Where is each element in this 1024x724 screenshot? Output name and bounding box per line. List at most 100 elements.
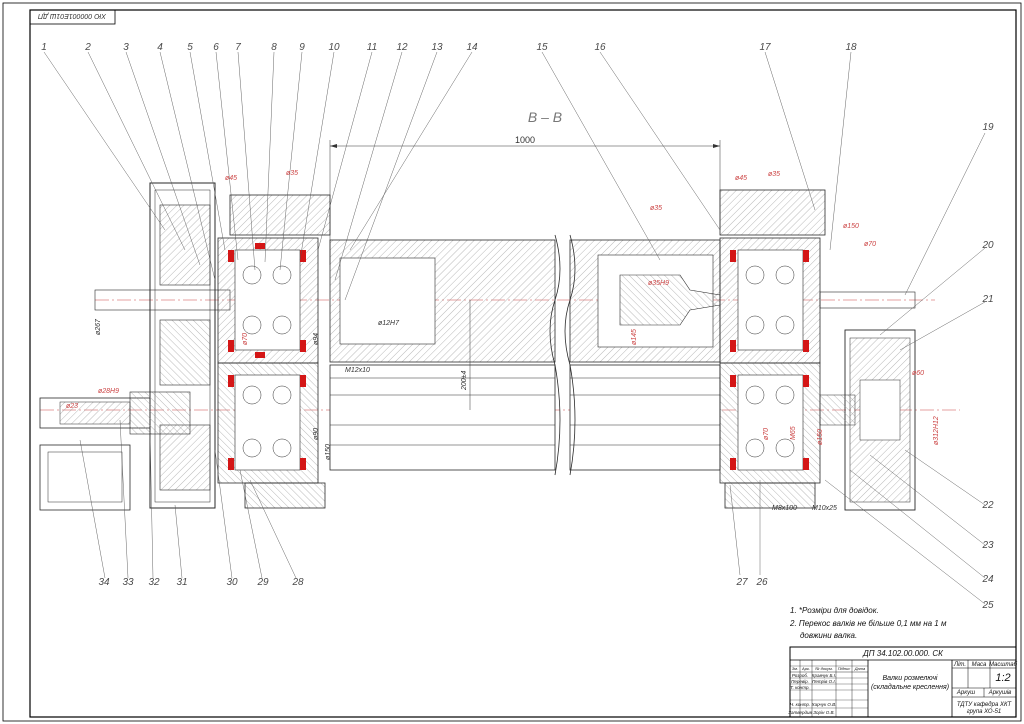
- right-bolt: [819, 291, 916, 309]
- dim-label: ø35: [650, 205, 662, 212]
- drawing-subtitle: (складальне креслення): [871, 683, 949, 691]
- part-number: 23: [981, 540, 994, 551]
- part-number: 3: [123, 42, 129, 53]
- left-drive-shaft: [39, 391, 191, 511]
- role-label: Зм.: [792, 666, 798, 671]
- part-number: 29: [256, 577, 269, 588]
- part-number: 26: [755, 577, 768, 588]
- part-number: 11: [367, 42, 377, 53]
- svg-text:1000: 1000: [515, 135, 535, 145]
- part-number: 32: [148, 577, 160, 588]
- leader-lines: [43, 51, 986, 605]
- stamp-code: ХЮ 000001Е01Ш ДП: [37, 12, 107, 19]
- dim-label: ø150: [325, 444, 332, 460]
- upper-roll: [329, 239, 721, 363]
- part-number: 8: [271, 42, 277, 53]
- right-pulley: [819, 329, 916, 511]
- part-number: 9: [299, 42, 305, 53]
- part-numbers-top: 1 2 3 4 5 6 7 8 9 10 11 12 13 14 15 16 1…: [41, 42, 857, 53]
- dim-label: ø94: [313, 333, 320, 345]
- left-bottom-flange: [244, 482, 326, 509]
- person-name: Зорін О.В.: [813, 710, 835, 715]
- role-label: Арк.: [801, 666, 810, 671]
- part-number: 12: [396, 42, 408, 53]
- part-number: 15: [536, 42, 548, 53]
- dim-label: ø45: [735, 175, 747, 182]
- part-number: 27: [735, 577, 748, 588]
- title-block: ДП 34.102.00.000. СК Валки розмелючі (ск…: [788, 646, 1018, 718]
- part-number: 1: [41, 42, 47, 53]
- left-bearing-lower: [217, 362, 319, 484]
- stamp-box: [29, 9, 116, 25]
- part-number: 6: [213, 42, 219, 53]
- dim-label: M12x10: [345, 367, 370, 374]
- dim-label: M10x25: [812, 505, 837, 512]
- part-number: 13: [431, 42, 443, 53]
- part-number: 21: [981, 294, 993, 305]
- dim-label: ø145: [631, 329, 638, 345]
- role-label: Розроб.: [792, 673, 808, 678]
- col-mass: Маса: [972, 662, 987, 668]
- dim-label: ø70: [864, 241, 876, 248]
- dim-label: ø150: [843, 223, 859, 230]
- col-scale: Масштаб: [989, 662, 1018, 668]
- part-number: 25: [981, 600, 994, 611]
- part-number: 17: [759, 42, 771, 53]
- dim-label: ø312H12: [933, 416, 940, 445]
- col-lit: Літ.: [953, 662, 966, 668]
- dim-label: ø35: [768, 171, 780, 178]
- left-bearing-upper: [217, 237, 319, 364]
- section-label: В – В: [528, 109, 562, 125]
- left-gear-housing: [94, 182, 231, 509]
- role-label: Н. контр.: [790, 702, 810, 707]
- dim-label: ø70: [242, 333, 249, 345]
- role-label: Перевір.: [791, 679, 809, 684]
- sheets-label: Аркушів: [988, 690, 1012, 696]
- part-number: 14: [466, 42, 478, 53]
- part-number: 5: [187, 42, 193, 53]
- part-number: 18: [845, 42, 857, 53]
- person-name: Харчук О.В.: [811, 702, 837, 707]
- doc-code: ДП 34.102.00.000. СК: [862, 649, 944, 658]
- part-number: 7: [235, 42, 241, 53]
- org-line2: група ХО-51: [967, 709, 1002, 715]
- center-dimension: 200±4: [461, 300, 471, 410]
- dim-label: ø12H7: [378, 320, 400, 327]
- part-number: 10: [328, 42, 340, 53]
- person-name: Петрів О.І.: [812, 679, 836, 684]
- role-label: Підпис: [838, 666, 850, 671]
- break-line-2: [564, 234, 576, 476]
- part-number: 16: [594, 42, 606, 53]
- dim-label: ø28H9: [98, 388, 119, 395]
- role-label: Затвердив: [788, 710, 812, 715]
- inner-frame: [29, 9, 1017, 718]
- dim-label: M8x100: [772, 505, 797, 512]
- dim-label: ø35H9: [648, 280, 669, 287]
- dimension-labels: ø45 ø35 ø267 ø70 ø94 ø12H7 M12x10 ø90 ø1…: [66, 170, 940, 512]
- dim-label: ø45: [225, 175, 237, 182]
- part-number: 19: [982, 122, 994, 133]
- role-label: Т. контр.: [790, 685, 809, 690]
- right-bearing-upper: [719, 237, 821, 364]
- right-top-flange: [719, 189, 826, 236]
- note-line: довжини валка.: [800, 631, 857, 640]
- part-number: 33: [122, 577, 134, 588]
- notes: 1. *Розміри для довідок. 2. Перекос валк…: [789, 606, 947, 640]
- part-number: 22: [981, 500, 994, 511]
- dim-label: ø70: [763, 428, 770, 440]
- dim-label: ø90: [313, 428, 320, 440]
- part-numbers-bottom: 26 27 28 29 30 31 32 33 34: [98, 577, 768, 588]
- note-line: 2. Перекос валків не більше 0,1 мм на 1 …: [789, 619, 947, 628]
- part-numbers-right: 19 20 21 22 23 24 25: [981, 122, 994, 611]
- part-number: 20: [981, 240, 994, 251]
- part-number: 2: [84, 42, 91, 53]
- role-label: Дата: [854, 666, 866, 671]
- left-top-flange: [229, 194, 331, 236]
- part-number: 28: [291, 577, 304, 588]
- dim-label: ø267: [95, 318, 102, 335]
- right-bearing-lower: [719, 362, 821, 484]
- dim-label: ø35: [286, 170, 298, 177]
- drawing-title: Валки розмелючі: [883, 674, 938, 682]
